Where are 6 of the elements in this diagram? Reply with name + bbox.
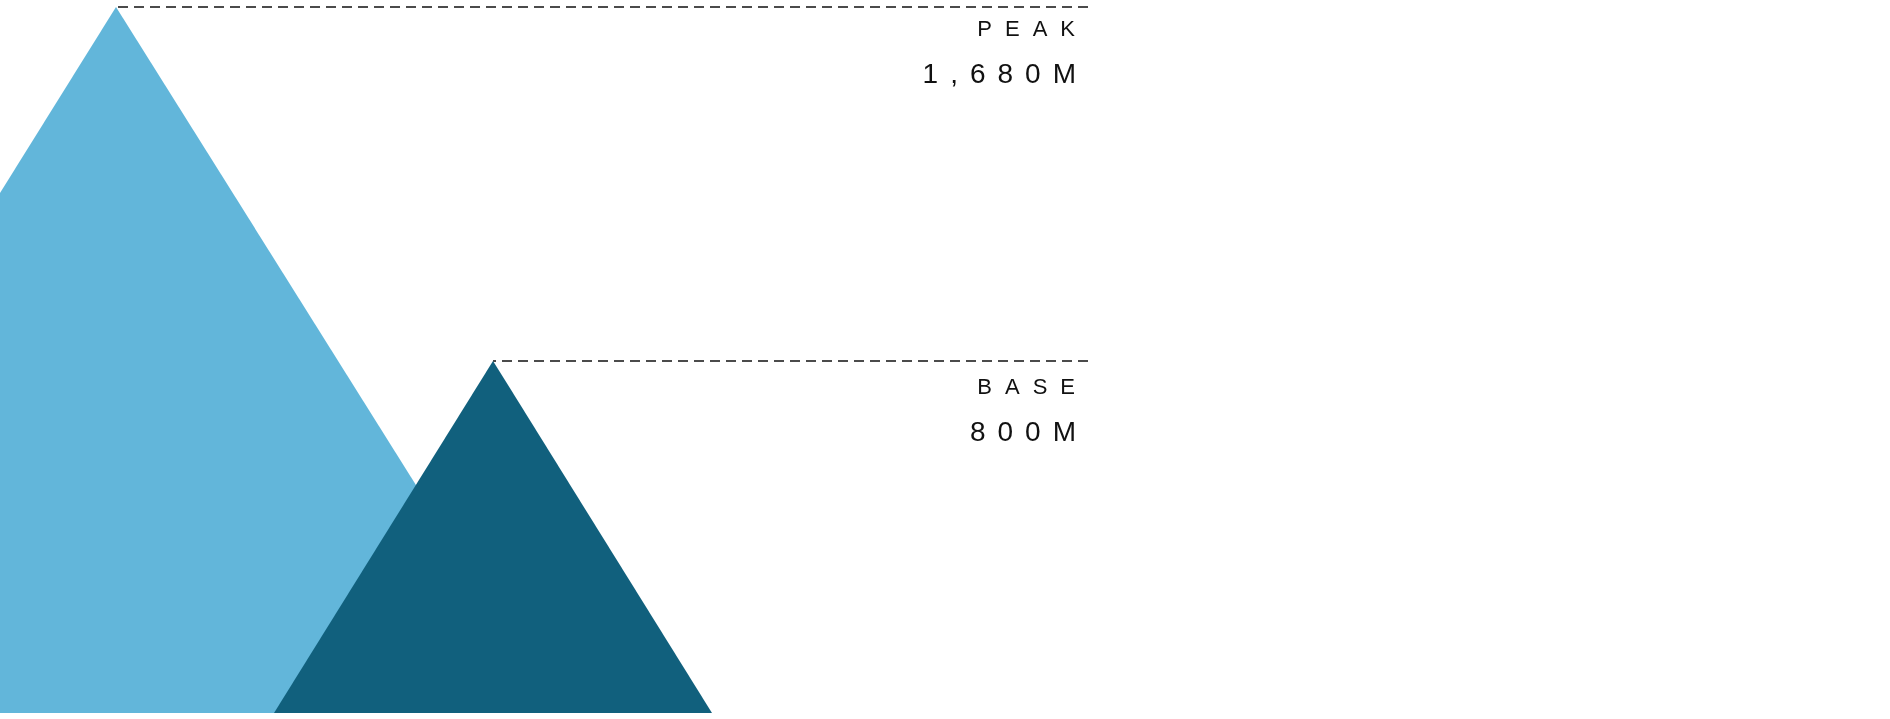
elevation-value: 1,680M	[922, 60, 1088, 88]
leader-line	[115, 6, 1089, 8]
elevation-label: BASE	[976, 376, 1088, 398]
elevation-value: 800M	[969, 418, 1088, 446]
leader-line	[492, 360, 1089, 362]
elevation-label: PEAK	[976, 18, 1088, 40]
